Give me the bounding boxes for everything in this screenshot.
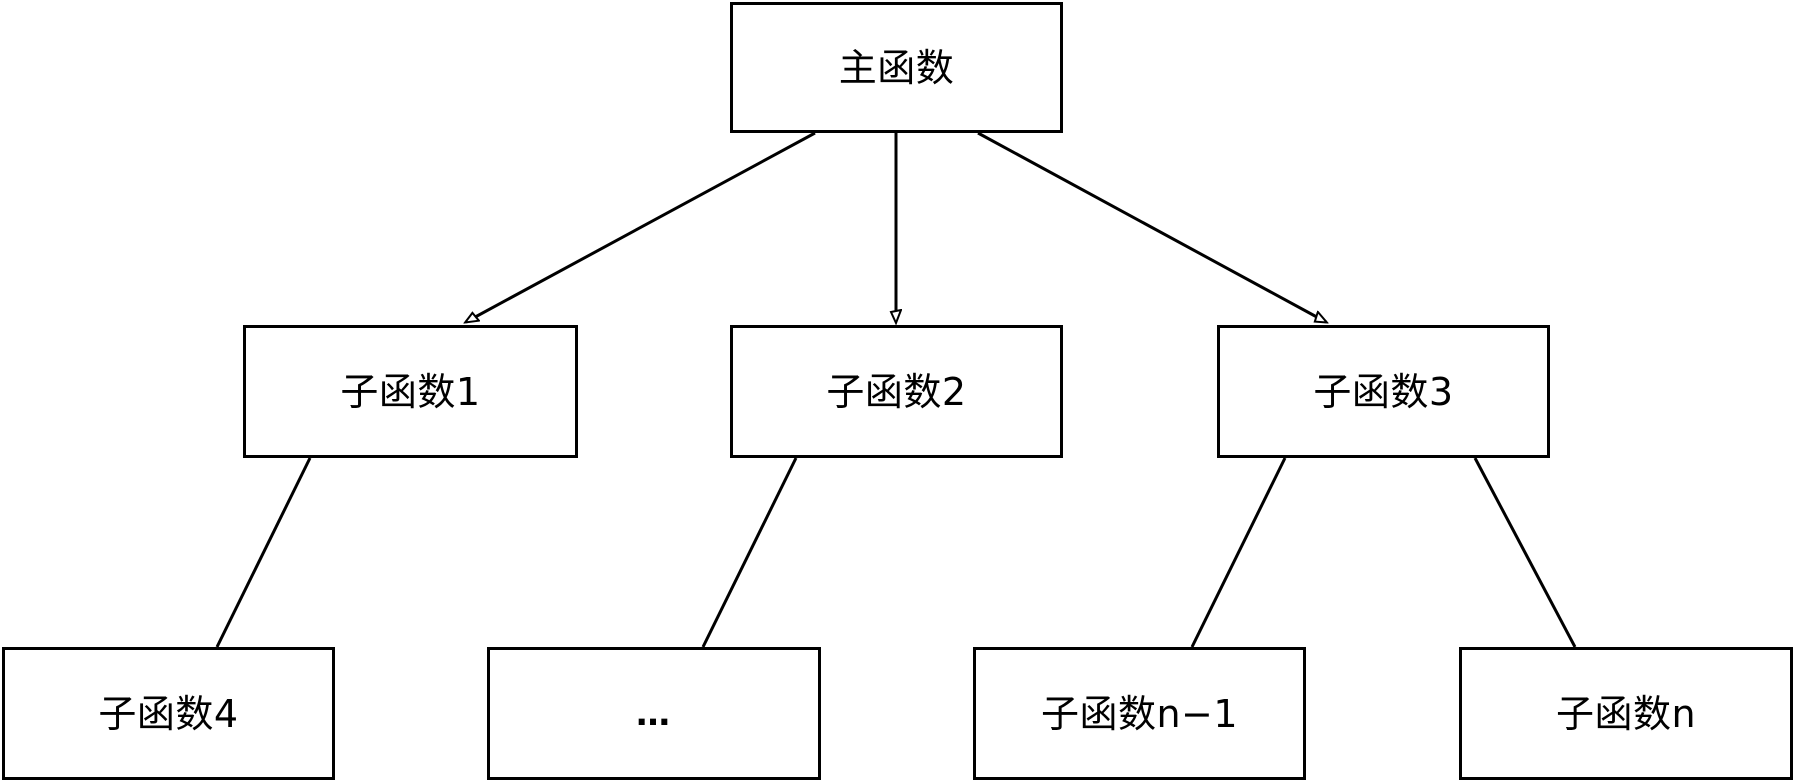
node-label: 子函数1: [340, 369, 481, 414]
node-main-function[interactable]: 主函数: [730, 2, 1063, 133]
edge-main-to-sub1: [466, 131, 816, 322]
node-label: 子函数4: [98, 691, 239, 736]
node-sub-function-3[interactable]: 子函数3: [1217, 325, 1550, 458]
edge-sub3-to-subn1: [1190, 457, 1287, 648]
node-sub-function-2[interactable]: 子函数2: [730, 325, 1063, 458]
edge-sub2-to-more: [701, 457, 798, 648]
node-sub-function-4[interactable]: 子函数4: [2, 647, 335, 780]
node-ellipsis[interactable]: …: [487, 647, 821, 780]
node-sub-function-1[interactable]: 子函数1: [243, 325, 578, 458]
edge-main-to-sub3: [977, 131, 1326, 322]
node-label: 子函数3: [1313, 369, 1454, 414]
node-label: 子函数n: [1555, 691, 1697, 736]
node-sub-function-n[interactable]: 子函数n: [1459, 647, 1793, 780]
node-label: 子函数2: [826, 369, 967, 414]
ellipsis-label: …: [636, 693, 672, 734]
node-label: 主函数: [838, 45, 955, 90]
edge-sub3-to-subn: [1473, 457, 1577, 648]
edges-group: [215, 131, 1577, 648]
node-sub-function-n-minus-1[interactable]: 子函数n−1: [973, 647, 1306, 780]
node-label: 子函数n−1: [1040, 691, 1239, 736]
edge-sub1-to-sub4: [215, 457, 312, 648]
